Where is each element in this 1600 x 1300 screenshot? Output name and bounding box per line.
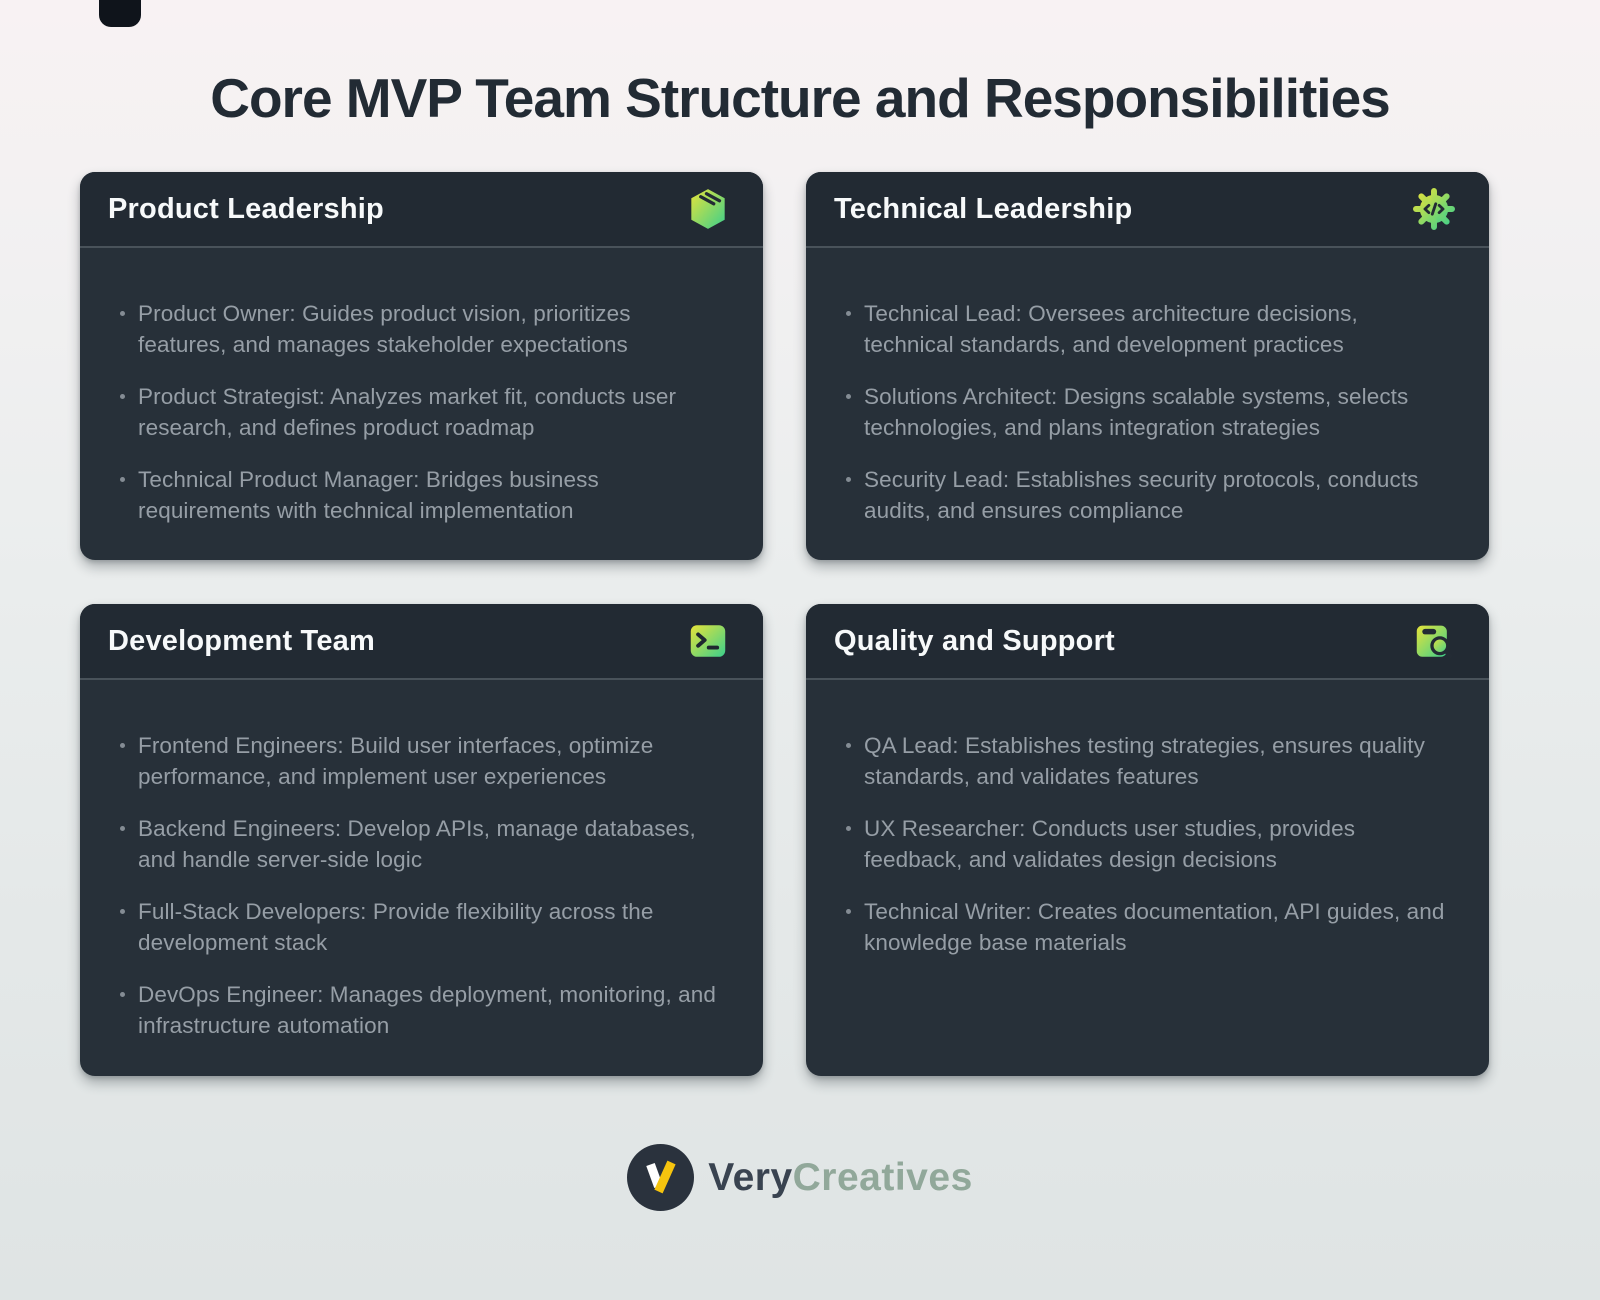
footer-brand: VeryCreatives	[0, 1144, 1600, 1211]
verycreatives-logo-icon	[627, 1144, 695, 1211]
card-product-leadership: Product Leadership Product Owner: Guides…	[80, 172, 763, 560]
bullet-item: Product Owner: Guides product vision, pr…	[120, 298, 721, 360]
brand-creatives: Creatives	[792, 1155, 973, 1199]
card-title: Technical Leadership	[834, 192, 1133, 225]
bullet-list: Frontend Engineers: Build user interface…	[120, 730, 721, 1041]
bullet-item: Technical Writer: Creates documentation,…	[846, 896, 1447, 958]
card-title: Quality and Support	[834, 624, 1115, 657]
card-development-team-header: Development Team	[80, 604, 763, 680]
search-docs-icon	[1411, 618, 1457, 664]
top-left-decoration	[99, 0, 141, 27]
card-product-leadership-header: Product Leadership	[80, 172, 763, 248]
card-body: Technical Lead: Oversees architecture de…	[806, 248, 1489, 547]
card-quality-support: Quality and Support QA Lead: Establi	[806, 604, 1489, 1076]
bullet-item: Security Lead: Establishes security prot…	[846, 464, 1447, 526]
bullet-list: Technical Lead: Oversees architecture de…	[846, 298, 1447, 526]
package-icon	[685, 186, 731, 232]
card-body: Frontend Engineers: Build user interface…	[80, 680, 763, 1062]
bullet-item: Technical Product Manager: Bridges busin…	[120, 464, 721, 526]
terminal-icon	[685, 618, 731, 664]
bullet-list: QA Lead: Establishes testing strategies,…	[846, 730, 1447, 958]
card-body: QA Lead: Establishes testing strategies,…	[806, 680, 1489, 979]
card-title: Development Team	[108, 624, 375, 657]
gear-code-icon	[1411, 186, 1457, 232]
cards-grid: Product Leadership Product Owner: Guides…	[80, 172, 1600, 1076]
bullet-item: DevOps Engineer: Manages deployment, mon…	[120, 979, 721, 1041]
card-title: Product Leadership	[108, 192, 384, 225]
brand-name: VeryCreatives	[708, 1156, 973, 1200]
bullet-list: Product Owner: Guides product vision, pr…	[120, 298, 721, 526]
card-development-team: Development Team Frontend Engineers: Bui…	[80, 604, 763, 1076]
card-technical-leadership: Technical Leadership	[806, 172, 1489, 560]
bullet-item: UX Researcher: Conducts user studies, pr…	[846, 813, 1447, 875]
bullet-item: Backend Engineers: Develop APIs, manage …	[120, 813, 721, 875]
bullet-item: Full-Stack Developers: Provide flexibili…	[120, 896, 721, 958]
bullet-item: Product Strategist: Analyzes market fit,…	[120, 381, 721, 443]
brand-very: Very	[708, 1155, 793, 1199]
bullet-item: QA Lead: Establishes testing strategies,…	[846, 730, 1447, 792]
page-title: Core MVP Team Structure and Responsibili…	[210, 67, 1391, 129]
card-body: Product Owner: Guides product vision, pr…	[80, 248, 763, 547]
bullet-item: Frontend Engineers: Build user interface…	[120, 730, 721, 792]
card-technical-leadership-header: Technical Leadership	[806, 172, 1489, 248]
bullet-item: Technical Lead: Oversees architecture de…	[846, 298, 1447, 360]
card-quality-support-header: Quality and Support	[806, 604, 1489, 680]
bullet-item: Solutions Architect: Designs scalable sy…	[846, 381, 1447, 443]
